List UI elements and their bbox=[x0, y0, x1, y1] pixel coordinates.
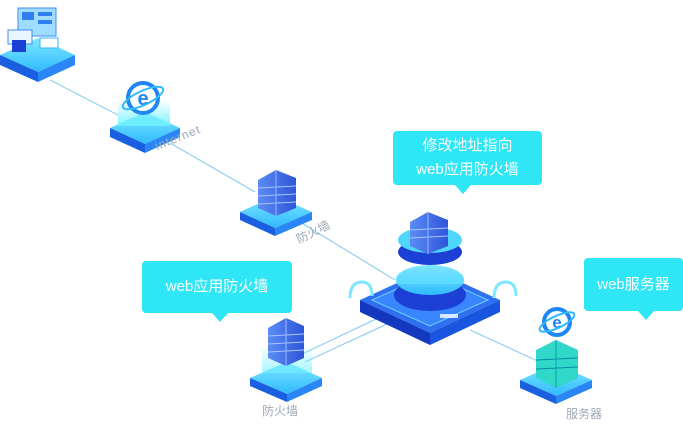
server-node: e bbox=[520, 307, 592, 404]
server-label: 服务器 bbox=[566, 407, 603, 421]
svg-text:e: e bbox=[552, 313, 561, 332]
svg-text:e: e bbox=[137, 88, 148, 110]
server-rack-icon bbox=[535, 340, 579, 388]
redirect-callout: 修改地址指向 web应用防火墙 bbox=[393, 131, 542, 194]
link-office-internet bbox=[49, 79, 119, 116]
waf-hub bbox=[348, 212, 518, 345]
firewall-2-label: 防火墙 bbox=[262, 404, 299, 418]
internet-node: e bbox=[110, 81, 180, 153]
brick-wall-icon bbox=[409, 212, 449, 254]
link-internet-firewall bbox=[169, 142, 256, 193]
redirect-callout-line1: 修改地址指向 bbox=[422, 137, 513, 154]
office-node bbox=[0, 7, 75, 82]
brick-wall-icon bbox=[257, 170, 297, 216]
waf-callout: web应用防火墙 bbox=[142, 261, 292, 322]
ie-logo-icon: e bbox=[121, 81, 165, 115]
link-hub-server bbox=[469, 329, 541, 363]
link-waf-hub-2 bbox=[304, 317, 401, 363]
brick-wall-icon bbox=[267, 318, 305, 366]
ie-logo-icon: e bbox=[538, 307, 576, 337]
firewall-node-1 bbox=[240, 170, 312, 236]
link-firewall-hub bbox=[299, 221, 396, 281]
server-callout: web服务器 bbox=[584, 258, 683, 320]
firewall-node-2 bbox=[250, 318, 322, 402]
redirect-callout-line2: web应用防火墙 bbox=[416, 161, 519, 178]
